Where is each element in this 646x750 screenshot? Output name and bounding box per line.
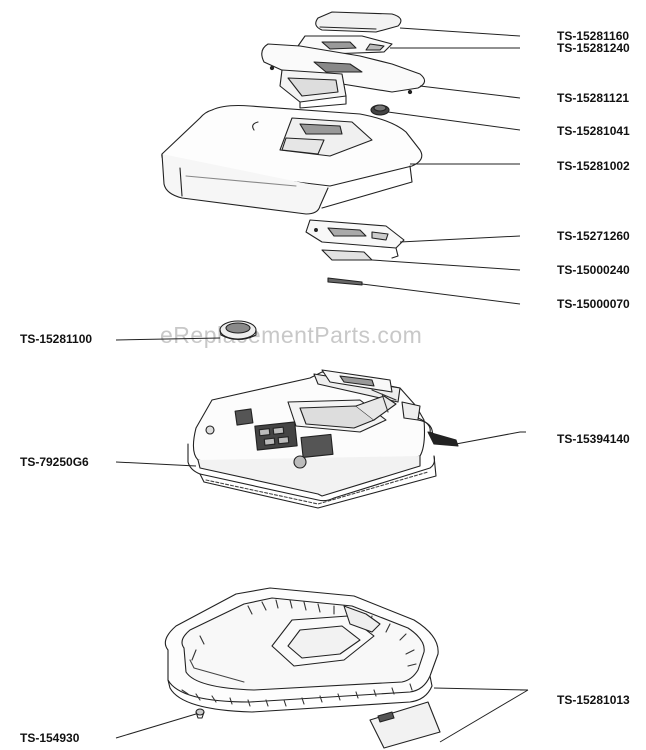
part-small-screw — [195, 708, 205, 719]
part-base-tray — [164, 587, 439, 713]
part-label-p7: TS-15000240 — [557, 263, 630, 277]
part-display-bezel — [261, 43, 426, 109]
leader-line-9 — [115, 337, 221, 341]
leader-line-12a — [433, 687, 529, 691]
leader-line-10 — [455, 431, 526, 445]
leader-line-7 — [371, 259, 521, 271]
part-top-plate — [315, 11, 402, 33]
watermark: eReplacementParts.com — [160, 322, 423, 348]
part-label-p3: TS-15281121 — [557, 91, 630, 105]
part-label-p1: TS-15281160 — [557, 29, 630, 43]
leader-line-6 — [399, 235, 521, 243]
leader-line-4 — [387, 111, 521, 131]
part-label-p2: TS-15281240 — [557, 41, 630, 55]
leader-line-8 — [361, 283, 521, 305]
leader-line-3 — [419, 85, 521, 99]
part-label-p13: TS-154930 — [20, 731, 80, 745]
part-label-p12: TS-15281013 — [557, 693, 630, 707]
part-lid-housing — [161, 104, 423, 215]
leader-line-12b — [439, 689, 529, 743]
part-label-p6: TS-15271260 — [557, 229, 630, 243]
part-battery-cover — [369, 701, 441, 749]
part-label-p5: TS-15281002 — [557, 159, 630, 173]
part-label-p4: TS-15281041 — [557, 124, 630, 138]
leader-line-13 — [115, 713, 197, 739]
part-label-p10: TS-15394140 — [557, 432, 630, 446]
leader-line-1 — [399, 27, 521, 37]
part-knob — [370, 104, 390, 116]
part-label-p11: TS-79250G6 — [20, 455, 89, 469]
part-bracket — [305, 219, 405, 259]
part-label-p8: TS-15000070 — [557, 297, 630, 311]
leader-line-11 — [115, 461, 197, 467]
part-round-button — [219, 320, 257, 341]
part-strip — [327, 277, 363, 286]
part-cable-connector — [417, 419, 459, 447]
part-label-p9: TS-15281100 — [20, 332, 93, 346]
part-main-housing — [187, 369, 439, 509]
part-small-plate — [321, 249, 373, 261]
